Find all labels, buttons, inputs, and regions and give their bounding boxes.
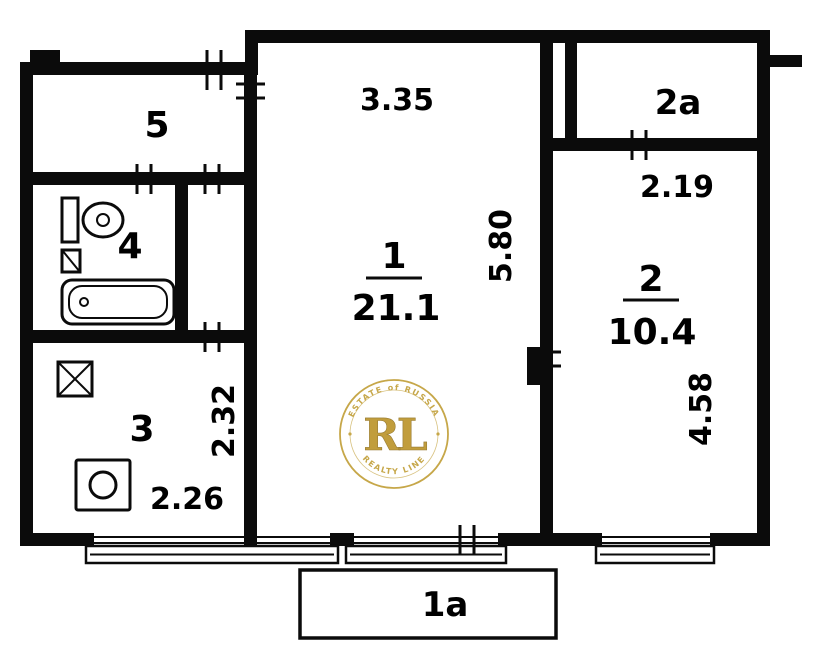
dim-room2-depth: 4.58 (684, 372, 719, 446)
room-4-number: 4 (117, 226, 142, 267)
window-room2 (602, 536, 710, 544)
toilet-icon (60, 196, 125, 244)
window-kitchen (94, 536, 330, 544)
room-1-area: 21.1 (352, 288, 441, 329)
wall-divider-left (244, 62, 257, 546)
room-1-number: 1 (381, 236, 406, 277)
wall-kitchen-top (20, 330, 257, 343)
wall-top-right (547, 30, 770, 43)
wall-top-center (245, 30, 547, 43)
door-ticks-group (135, 50, 648, 555)
door-tick-kitchen (203, 322, 221, 352)
window-sill-room2 (594, 544, 716, 565)
door-tick-balcony (458, 525, 476, 555)
stove-icon (74, 458, 132, 512)
vent-shaft-icon (56, 360, 94, 398)
wall-bottom-1 (20, 533, 94, 546)
door-tick-room1-room2 (532, 350, 561, 368)
windows-group (84, 536, 716, 565)
wall-bottom-2 (330, 533, 354, 546)
sink-icon (60, 248, 82, 274)
wall-bath-right (175, 172, 188, 343)
watermark-monogram: RL (363, 410, 427, 461)
wall-top-left (20, 62, 258, 75)
watermark-outer-ring (339, 379, 449, 489)
room-5-number: 5 (144, 105, 169, 146)
dim-room1-depth: 5.80 (484, 209, 519, 283)
balcony-outline (298, 568, 558, 640)
door-tick-hall-room1 (236, 82, 265, 100)
wall-2a-bottom (553, 138, 770, 151)
window-room1 (354, 536, 498, 544)
door-tick-corridor (203, 164, 221, 194)
wall-divider-right (540, 30, 553, 546)
wall-top-left-cap (30, 50, 60, 64)
wall-outer-right (757, 55, 770, 546)
watermark-disc (337, 377, 451, 491)
door-tick-entrance (205, 50, 223, 90)
watermark-seal: ESTATE of RUSSIA REALTY LINE RL (337, 377, 451, 491)
bathroom-fixtures (60, 196, 176, 326)
watermark-dot-left (348, 432, 352, 436)
room-3-number: 3 (129, 409, 154, 450)
room-labels-group: 5 4 3 1 21.1 2 10.4 2a 1a (117, 83, 701, 625)
dim-room2-width: 2.19 (640, 170, 714, 205)
door-tick-2a (630, 130, 648, 160)
wall-outer-left (20, 62, 33, 546)
window-sill-room1 (344, 544, 508, 565)
dimension-labels-group: 3.35 5.80 2.19 4.58 2.32 2.26 (150, 83, 719, 517)
wall-bottom-4 (710, 533, 770, 546)
dim-kitchen-depth: 2.32 (207, 384, 242, 458)
wall-2a-left (565, 43, 577, 150)
kitchen-fixtures (56, 360, 132, 512)
watermark-dot-right (436, 432, 440, 436)
room-2-area: 10.4 (608, 312, 697, 353)
room-2-number: 2 (638, 259, 663, 300)
dim-kitchen-width: 2.26 (150, 482, 224, 517)
dim-room1-width: 3.35 (360, 83, 434, 118)
door-tick-bathroom (135, 164, 153, 194)
room-1a-number: 1a (422, 585, 469, 625)
walls-group (20, 30, 802, 546)
window-sill-kitchen (84, 544, 340, 565)
room-2a-number: 2a (655, 83, 702, 123)
bathtub-icon (60, 278, 176, 326)
